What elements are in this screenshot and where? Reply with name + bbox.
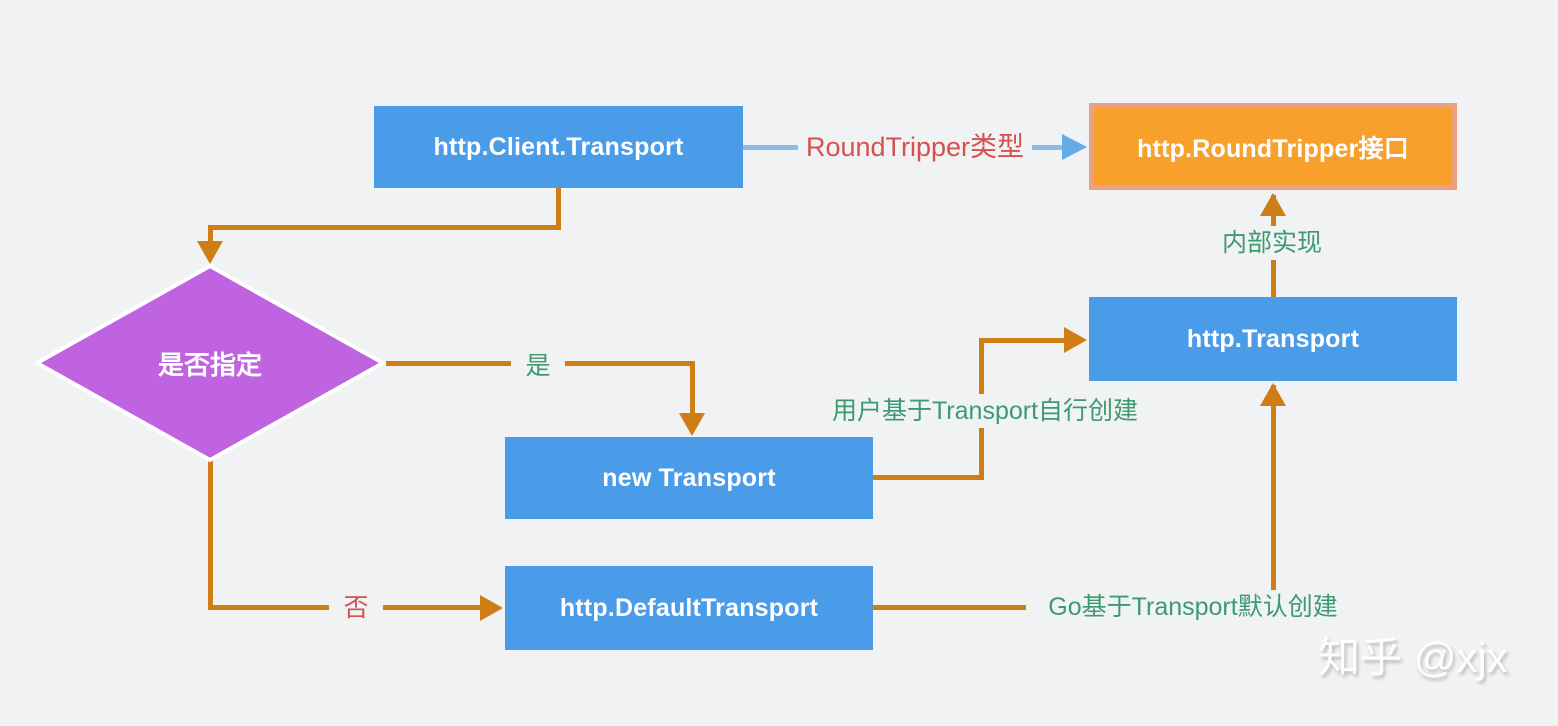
arrowhead-into-decision-icon xyxy=(197,241,223,264)
edge-roundtripper-type-line-left xyxy=(743,145,811,150)
edge-label-roundtripper-type: RoundTripper类型 xyxy=(798,130,1032,164)
edge-label-internal-impl: 内部实现 xyxy=(1195,226,1349,260)
arrowhead-into-transport-bottom-icon xyxy=(1260,383,1286,406)
diamond-shape-icon xyxy=(32,263,388,463)
edge-client-to-decision-v1 xyxy=(556,188,561,230)
arrowhead-into-roundtripper-icon xyxy=(1062,134,1087,160)
node-new-transport: new Transport xyxy=(505,437,873,519)
edge-gocreate-v xyxy=(1271,385,1276,610)
edge-roundtripper-type-line-right xyxy=(1028,145,1066,150)
node-http-roundtripper: http.RoundTripper接口 xyxy=(1089,103,1457,190)
decision-label: 是否指定 xyxy=(157,349,262,380)
edge-newtransport-h1 xyxy=(873,475,984,480)
arrowhead-into-newtransport-icon xyxy=(679,413,705,436)
edge-label-user-create: 用户基于Transport自行创建 xyxy=(810,394,1160,428)
edge-client-to-decision-h xyxy=(208,225,561,230)
arrowhead-into-defaulttransport-icon xyxy=(480,595,503,621)
edge-no-v xyxy=(208,456,213,610)
node-decision-diamond: 是否指定 xyxy=(32,263,388,463)
edge-label-no: 否 xyxy=(329,591,383,625)
node-http-transport: http.Transport xyxy=(1089,297,1457,381)
node-http-client-transport: http.Client.Transport xyxy=(374,106,743,188)
arrowhead-into-transport-icon xyxy=(1064,327,1087,353)
node-http-default-transport: http.DefaultTransport xyxy=(505,566,873,650)
edge-client-to-decision-v2 xyxy=(208,225,213,245)
edge-label-yes: 是 xyxy=(511,349,565,383)
watermark: 知乎 @xjx xyxy=(1318,634,1508,681)
edge-yes-v xyxy=(690,361,695,416)
edge-newtransport-h2 xyxy=(979,338,1069,343)
edge-label-go-create: Go基于Transport默认创建 xyxy=(1026,590,1360,624)
arrowhead-into-roundtripper-bottom-icon xyxy=(1260,193,1286,216)
